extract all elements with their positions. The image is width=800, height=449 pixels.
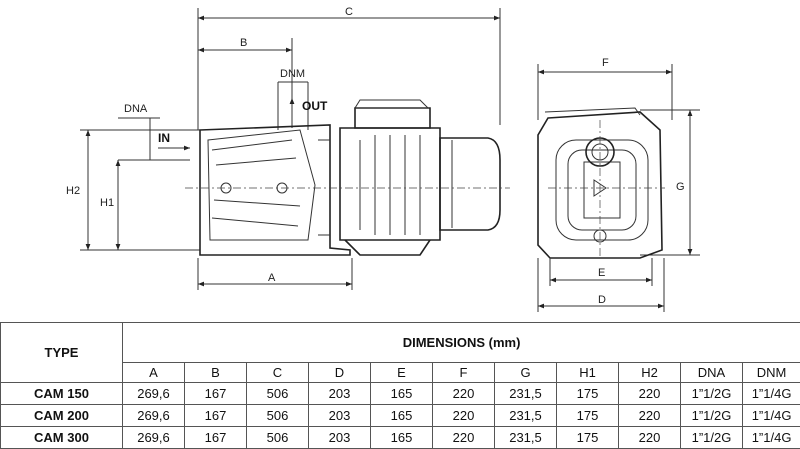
cell-b: 167 xyxy=(185,383,247,405)
dim-c-label: C xyxy=(345,6,353,18)
dim-b-label: B xyxy=(240,37,247,49)
cell-f: 220 xyxy=(433,427,495,449)
type-cell: CAM 150 xyxy=(1,383,123,405)
cell-g: 231,5 xyxy=(495,405,557,427)
dim-dnm-label: DNM xyxy=(280,68,305,80)
column-header-b: B xyxy=(185,363,247,383)
column-header-d: D xyxy=(309,363,371,383)
type-cell: CAM 300 xyxy=(1,427,123,449)
cell-h2: 220 xyxy=(619,405,681,427)
column-header-h2: H2 xyxy=(619,363,681,383)
cell-e: 165 xyxy=(371,405,433,427)
cell-a: 269,6 xyxy=(123,383,185,405)
cell-dnm: 1”1/4G xyxy=(743,383,800,405)
dim-h1-label: H1 xyxy=(100,197,114,209)
cell-dna: 1”1/2G xyxy=(681,383,743,405)
front-view: F G E D xyxy=(538,57,700,312)
cell-e: 165 xyxy=(371,383,433,405)
cell-f: 220 xyxy=(433,383,495,405)
dim-e-label: E xyxy=(598,267,605,279)
dim-d-label: D xyxy=(598,294,606,306)
cell-d: 203 xyxy=(309,427,371,449)
cell-h2: 220 xyxy=(619,383,681,405)
cell-d: 203 xyxy=(309,383,371,405)
column-header-h1: H1 xyxy=(557,363,619,383)
table-row: CAM 150 269,6 167 506 203 165 220 231,5 … xyxy=(1,383,800,405)
dim-a-label: A xyxy=(268,272,276,284)
side-view: C B DNM OUT DNA IN H2 H1 xyxy=(66,6,510,290)
cell-dnm: 1”1/4G xyxy=(743,405,800,427)
dimensions-table: TYPE DIMENSIONS (mm) A B C D E F G H1 H2… xyxy=(0,322,800,449)
cell-a: 269,6 xyxy=(123,405,185,427)
cell-c: 506 xyxy=(247,405,309,427)
dim-g-label: G xyxy=(676,181,685,193)
cell-e: 165 xyxy=(371,427,433,449)
table-row: CAM 300 269,6 167 506 203 165 220 231,5 … xyxy=(1,427,800,449)
dim-h2-label: H2 xyxy=(66,185,80,197)
dim-f-label: F xyxy=(602,57,609,69)
cell-d: 203 xyxy=(309,405,371,427)
column-header-g: G xyxy=(495,363,557,383)
column-header-f: F xyxy=(433,363,495,383)
in-label: IN xyxy=(158,131,170,145)
cell-h1: 175 xyxy=(557,383,619,405)
out-label: OUT xyxy=(302,99,328,113)
column-header-dnm: DNM xyxy=(743,363,800,383)
column-header-a: A xyxy=(123,363,185,383)
cell-h1: 175 xyxy=(557,405,619,427)
cell-c: 506 xyxy=(247,383,309,405)
type-cell: CAM 200 xyxy=(1,405,123,427)
cell-dnm: 1”1/4G xyxy=(743,427,800,449)
cell-h2: 220 xyxy=(619,427,681,449)
cell-b: 167 xyxy=(185,405,247,427)
cell-g: 231,5 xyxy=(495,383,557,405)
column-header-e: E xyxy=(371,363,433,383)
column-header-c: C xyxy=(247,363,309,383)
dimensions-header: DIMENSIONS (mm) xyxy=(123,323,800,363)
dim-dna-label: DNA xyxy=(124,103,148,115)
pump-dimension-drawing: C B DNM OUT DNA IN H2 H1 xyxy=(0,0,800,322)
column-header-dna: DNA xyxy=(681,363,743,383)
type-header: TYPE xyxy=(1,323,123,383)
cell-f: 220 xyxy=(433,405,495,427)
cell-b: 167 xyxy=(185,427,247,449)
table-row: CAM 200 269,6 167 506 203 165 220 231,5 … xyxy=(1,405,800,427)
cell-a: 269,6 xyxy=(123,427,185,449)
cell-dna: 1”1/2G xyxy=(681,427,743,449)
cell-h1: 175 xyxy=(557,427,619,449)
cell-c: 506 xyxy=(247,427,309,449)
cell-g: 231,5 xyxy=(495,427,557,449)
cell-dna: 1”1/2G xyxy=(681,405,743,427)
